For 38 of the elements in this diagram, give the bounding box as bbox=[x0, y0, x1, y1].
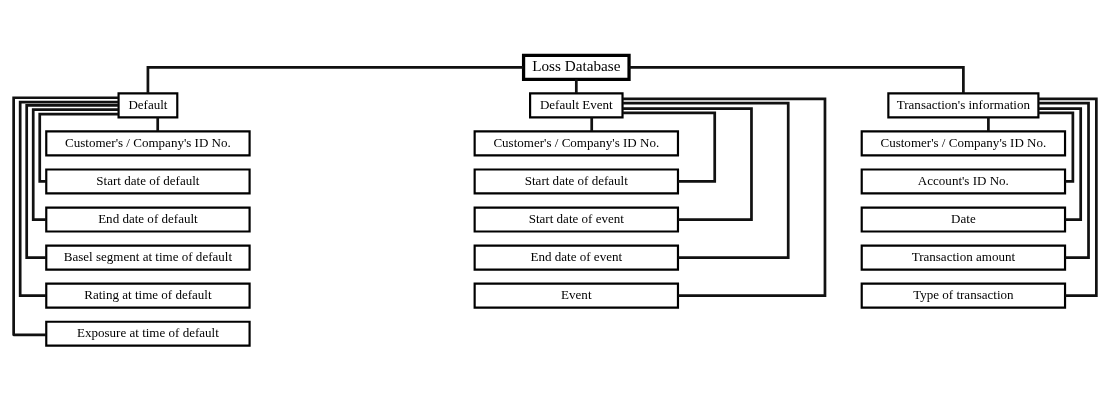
connector bbox=[574, 79, 578, 93]
connector bbox=[31, 108, 119, 221]
node-box: End date of event bbox=[473, 244, 680, 271]
node-box: Date bbox=[860, 206, 1067, 233]
node-box: Account's ID No. bbox=[860, 168, 1067, 195]
node-box: End date of default bbox=[45, 206, 251, 233]
connector bbox=[622, 97, 827, 297]
node-box: Transaction's information bbox=[887, 92, 1040, 119]
node-box: Default Event bbox=[529, 92, 624, 119]
connector bbox=[18, 100, 119, 297]
connector bbox=[38, 112, 119, 183]
node-box: Start date of event bbox=[473, 206, 680, 233]
node-box: Event bbox=[473, 282, 680, 309]
node-box: Type of transaction bbox=[860, 282, 1067, 309]
connector bbox=[146, 65, 524, 94]
connector bbox=[622, 111, 717, 183]
node-box: Customer's / Company's ID No. bbox=[473, 130, 680, 157]
connector bbox=[12, 96, 119, 337]
connector bbox=[622, 101, 790, 259]
connector bbox=[1038, 111, 1075, 183]
connector bbox=[1038, 101, 1090, 259]
connector bbox=[622, 107, 753, 221]
node-box: Start date of default bbox=[45, 168, 251, 195]
connector bbox=[629, 65, 965, 94]
node-box: Default bbox=[117, 92, 179, 119]
node-box: Loss Database bbox=[521, 53, 631, 81]
node-box: Rating at time of default bbox=[45, 282, 251, 309]
connector bbox=[156, 117, 160, 132]
node-box: Start date of default bbox=[473, 168, 680, 195]
node-box: Customer's / Company's ID No. bbox=[45, 130, 251, 157]
connector bbox=[987, 117, 990, 132]
node-box: Basel segment at time of default bbox=[45, 244, 251, 271]
node-box: Exposure at time of default bbox=[45, 320, 251, 347]
connector bbox=[1038, 97, 1098, 297]
node-box: Customer's / Company's ID No. bbox=[860, 130, 1067, 157]
connector bbox=[1038, 107, 1083, 221]
node-box: Transaction amount bbox=[860, 244, 1067, 271]
connector bbox=[590, 117, 594, 132]
